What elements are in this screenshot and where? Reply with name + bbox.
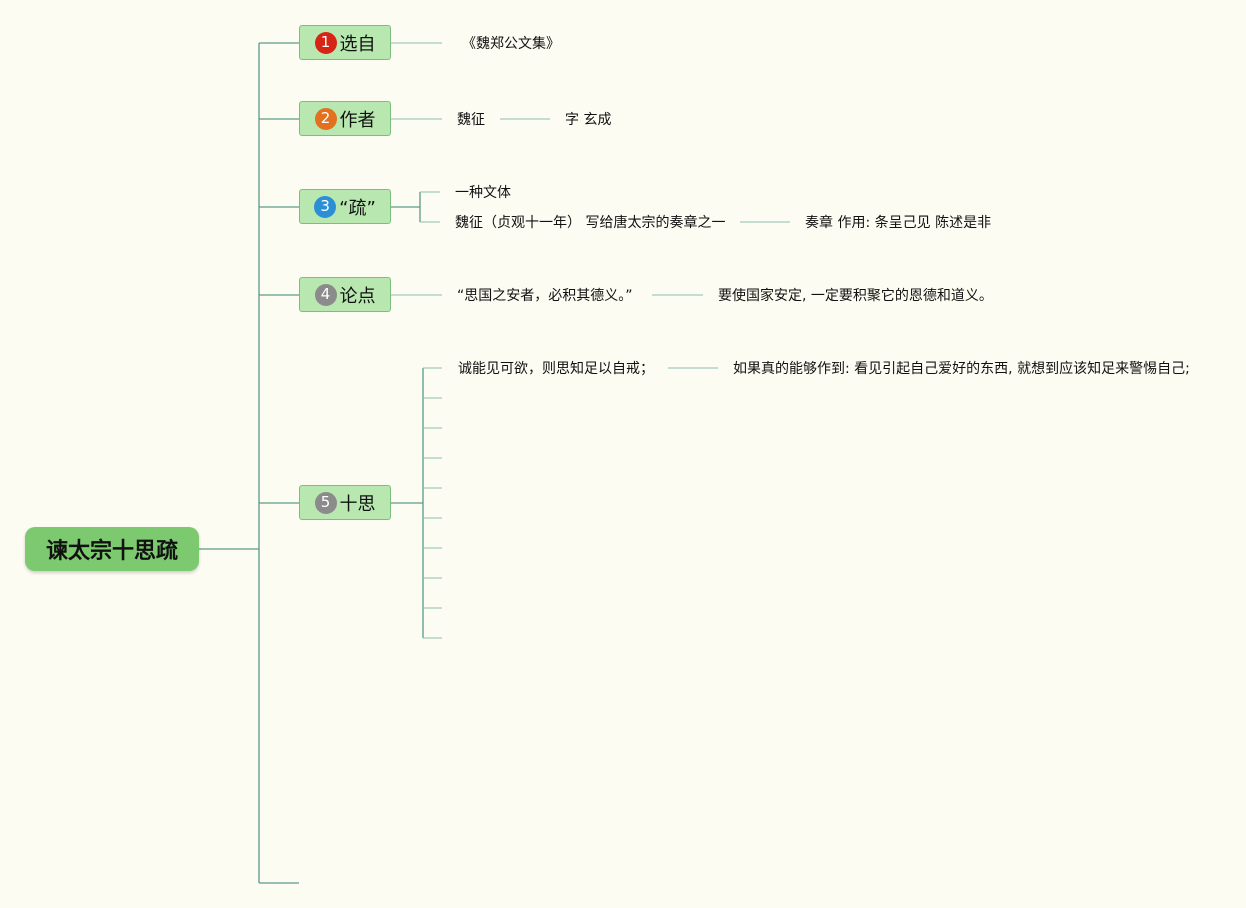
number-5-icon: 5 <box>314 491 337 514</box>
subtopic-first-thought-translation[interactable]: 如果真的能够作到: 看见引起自己爱好的东西, 就想到应该知足来警惕自己; <box>733 361 1190 377</box>
number-4-icon: 4 <box>314 283 337 306</box>
subtopic-author[interactable]: 魏征 <box>457 112 485 128</box>
number-1-icon: 1 <box>314 31 337 54</box>
root-topic-label: 谏太宗十思疏 <box>45 539 178 564</box>
subtopic-memorial[interactable]: 魏征（贞观十一年） 写给唐太宗的奏章之一 <box>455 215 726 231</box>
branch-topic-3[interactable]: 3 “疏” <box>299 189 391 224</box>
branch-label: “疏” <box>339 197 376 219</box>
subtopic-genre[interactable]: 一种文体 <box>455 185 511 201</box>
branch-label: 十思 <box>339 493 376 515</box>
subtopic-thesis[interactable]: “思国之安者，必积其德义。” <box>457 288 633 304</box>
branch-topic-1[interactable]: 1 选自 <box>299 25 391 60</box>
number-2-icon: 2 <box>314 107 337 130</box>
subtopic-thesis-translation[interactable]: 要使国家安定, 一定要积聚它的恩德和道义。 <box>718 288 993 304</box>
subtopic-courtesy-name[interactable]: 字 玄成 <box>565 112 612 128</box>
number-3-icon: 3 <box>314 195 337 218</box>
subtopic-source-book[interactable]: 《魏郑公文集》 <box>462 36 560 52</box>
branch-topic-5[interactable]: 5 十思 <box>299 485 391 520</box>
subtopic-memorial-purpose[interactable]: 奏章 作用: 条呈己见 陈述是非 <box>805 215 992 231</box>
branch-label: 选自 <box>339 33 376 55</box>
branch-label: 论点 <box>339 285 376 307</box>
branch-topic-2[interactable]: 2 作者 <box>299 101 391 136</box>
root-topic[interactable]: 谏太宗十思疏 <box>25 527 199 571</box>
branch-topic-4[interactable]: 4 论点 <box>299 277 391 312</box>
branch-label: 作者 <box>339 109 376 131</box>
subtopic-first-thought[interactable]: 诚能见可欲，则思知足以自戒； <box>458 361 654 377</box>
